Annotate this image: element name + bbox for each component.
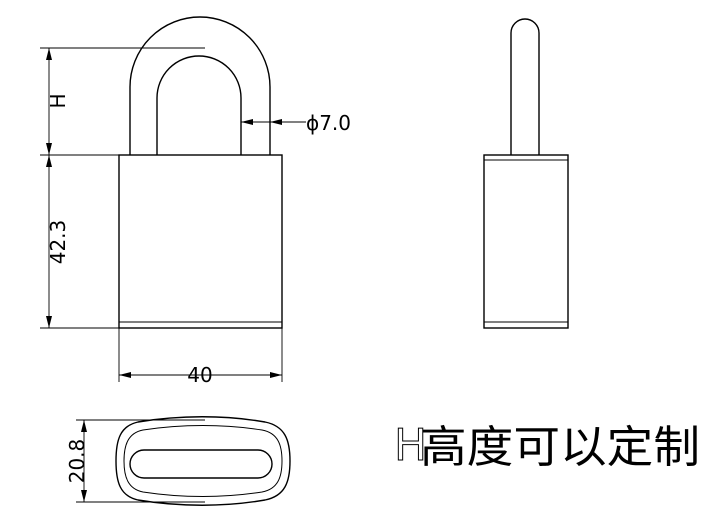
keyway-slot [129,449,273,479]
lock-body-side [483,154,569,329]
shackle-outer [129,16,271,155]
shackle-height-label: H [46,93,70,108]
shackle-side [510,18,540,155]
lock-body-bottom-outer [115,416,291,506]
front-view [118,16,283,329]
customization-note: H 高度可以定制 [394,420,701,474]
note-text: 高度可以定制 [420,422,700,473]
dimension-shackle-diameter: ϕ7.0 [241,111,351,135]
body-height-label: 42.3 [46,220,70,265]
body-width-label: 40 [187,363,212,387]
dimension-body-width: 40 [118,328,283,387]
dimension-h: H [40,47,205,156]
shackle-inner [156,55,242,155]
bottom-view [115,416,291,506]
lock-body-front [118,154,283,329]
shackle-diameter-label: ϕ7.0 [306,111,351,135]
dimension-body-depth: 20.8 [65,419,205,503]
body-depth-label: 20.8 [65,439,89,484]
dimension-body-height: 42.3 [40,155,119,329]
side-view [483,18,569,329]
note-prefix: H [394,420,427,471]
lock-body-bottom-inner [123,425,283,497]
